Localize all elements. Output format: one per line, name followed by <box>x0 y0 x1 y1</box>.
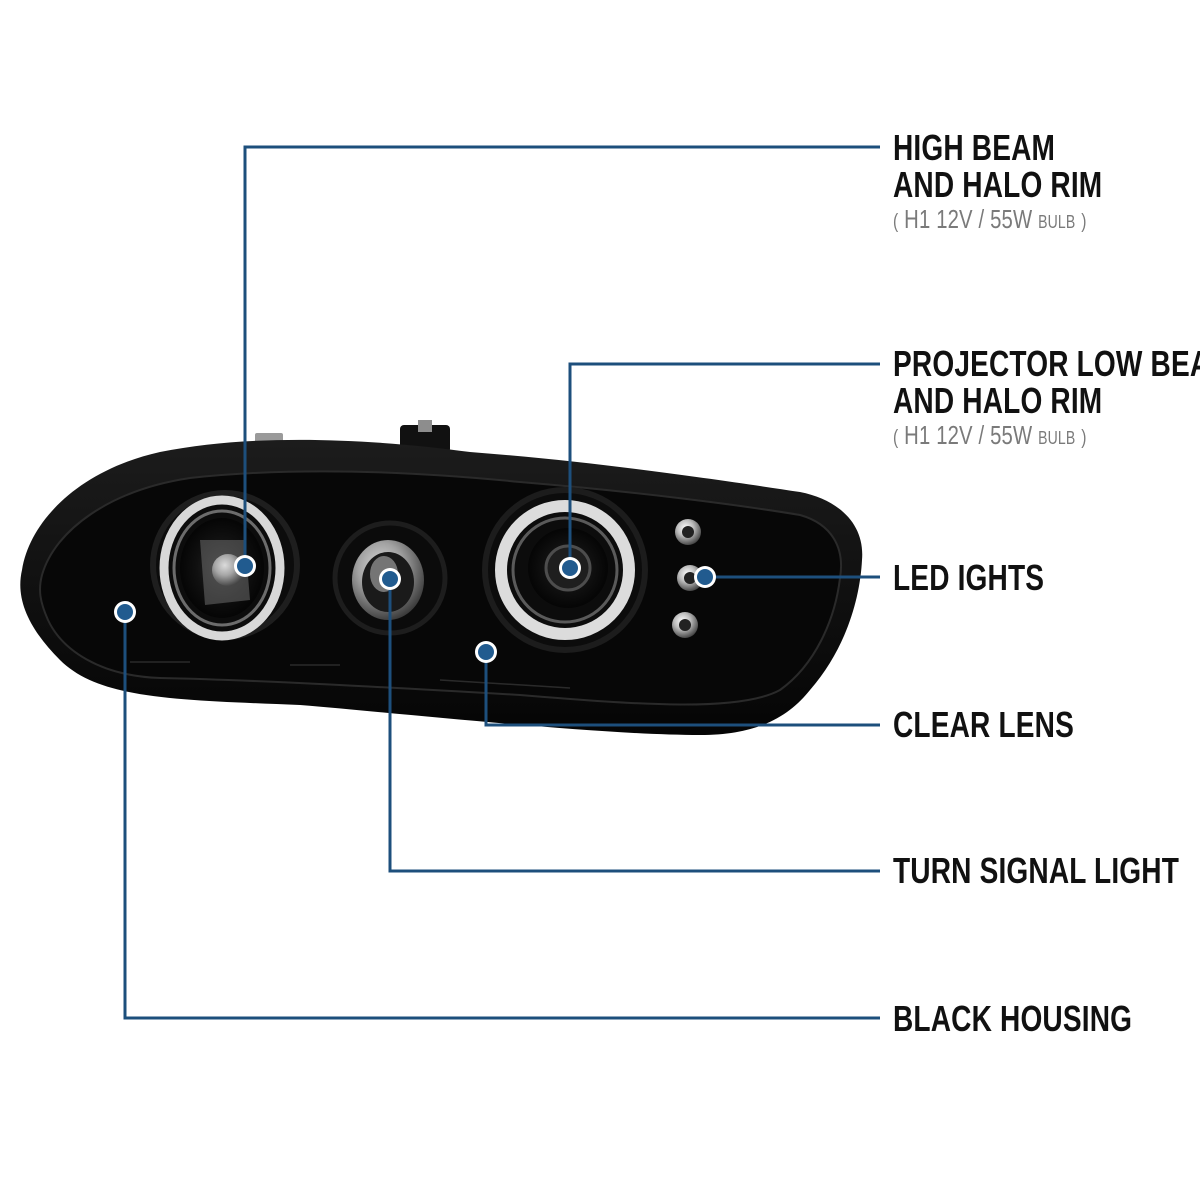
callout-dots <box>114 555 716 663</box>
low-beam-halo-ring <box>495 500 635 640</box>
label-high-beam-line2: AND HALO RIM <box>893 164 1103 205</box>
label-led-lights: LED IGHTS <box>893 560 1044 597</box>
spec-bulb-rating: H1 12V / 55W <box>904 420 1033 450</box>
label-high-beam-line1: HIGH BEAM <box>893 127 1056 168</box>
dot-projector-low-beam <box>559 557 581 579</box>
dot-led-lights <box>694 566 716 588</box>
label-high-beam-spec: ( H1 12V / 55W BULB ) <box>893 206 1102 232</box>
spec-bulb-unit: BULB <box>1038 212 1076 232</box>
leader-line-clear-lens <box>484 652 880 727</box>
label-black-housing: BLACK HOUSING <box>893 1001 1132 1038</box>
led-cluster <box>672 519 703 638</box>
leader-line-turn-signal <box>388 579 880 873</box>
label-projector-low-beam: PROJECTOR LOW BEAM AND HALO RIM ( H1 12V… <box>893 343 1200 449</box>
spec-close-paren: ) <box>1081 427 1087 449</box>
spec-open-paren: ( <box>893 427 899 449</box>
label-turn-signal: TURN SIGNAL LIGHT <box>893 853 1179 890</box>
label-turn-signal-text: TURN SIGNAL LIGHT <box>893 850 1180 891</box>
label-clear-lens-text: CLEAR LENS <box>893 704 1074 745</box>
spec-bulb-rating: H1 12V / 55W <box>904 204 1033 234</box>
dot-clear-lens <box>475 641 497 663</box>
leader-lines <box>123 145 880 1020</box>
label-high-beam: HIGH BEAM AND HALO RIM ( H1 12V / 55W BU… <box>893 127 1103 233</box>
dot-black-housing <box>114 601 136 623</box>
label-led-lights-text: LED IGHTS <box>893 557 1045 598</box>
leader-line-high-beam <box>243 145 880 566</box>
high-beam-halo-ring <box>159 495 285 641</box>
label-black-housing-text: BLACK HOUSING <box>893 998 1133 1039</box>
dot-high-beam <box>234 555 256 577</box>
spec-close-paren: ) <box>1081 211 1087 233</box>
leader-line-black-housing <box>123 612 880 1020</box>
label-projector-line2: AND HALO RIM <box>893 380 1103 421</box>
dot-turn-signal <box>379 568 401 590</box>
label-projector-line1: PROJECTOR LOW BEAM <box>893 343 1200 384</box>
spec-open-paren: ( <box>893 211 899 233</box>
label-clear-lens: CLEAR LENS <box>893 707 1074 744</box>
label-projector-spec: ( H1 12V / 55W BULB ) <box>893 422 1200 448</box>
leader-line-projector-low-beam <box>568 362 880 568</box>
spec-bulb-unit: BULB <box>1038 428 1076 448</box>
